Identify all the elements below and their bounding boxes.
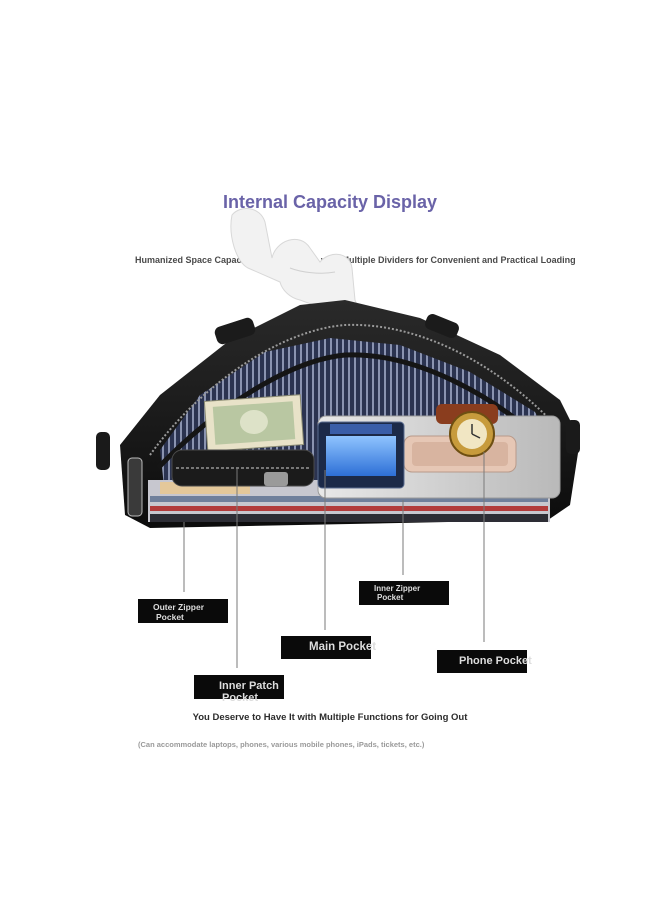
- label-inner-zipper-pocket: Inner Zipper Pocket: [359, 581, 449, 605]
- label-inner-patch-pocket-line2: Pocket: [222, 692, 259, 704]
- watch: [436, 404, 498, 457]
- label-outer-zipper-pocket: Outer Zipper Pocket: [138, 599, 228, 623]
- tagline: You Deserve to Have It with Multiple Fun…: [192, 712, 468, 723]
- label-phone-pocket-text: Phone Pocket: [459, 655, 532, 667]
- label-inner-zipper-pocket-line2: Pocket: [377, 593, 404, 602]
- label-inner-patch-pocket-line1: Inner Patch: [219, 680, 279, 692]
- label-main-pocket: Main Pocket: [281, 636, 376, 659]
- label-outer-zipper-pocket-line1: Outer Zipper: [153, 602, 205, 612]
- blue-device: [317, 421, 405, 489]
- label-inner-zipper-pocket-line1: Inner Zipper: [374, 584, 421, 593]
- wallet: [171, 449, 315, 487]
- label-phone-pocket: Phone Pocket: [437, 650, 532, 673]
- cash: [203, 394, 305, 452]
- capacity-note: (Can accommodate laptops, phones, variou…: [138, 740, 425, 749]
- page-title: Internal Capacity Display: [222, 192, 438, 212]
- label-main-pocket-text: Main Pocket: [309, 641, 377, 653]
- pointer-lines: [183, 452, 485, 668]
- page-subtitle: Humanized Space Capacity Rationalization…: [135, 255, 576, 265]
- label-outer-zipper-pocket-line2: Pocket: [156, 612, 184, 622]
- label-inner-patch-pocket: Inner Patch Pocket: [194, 675, 284, 704]
